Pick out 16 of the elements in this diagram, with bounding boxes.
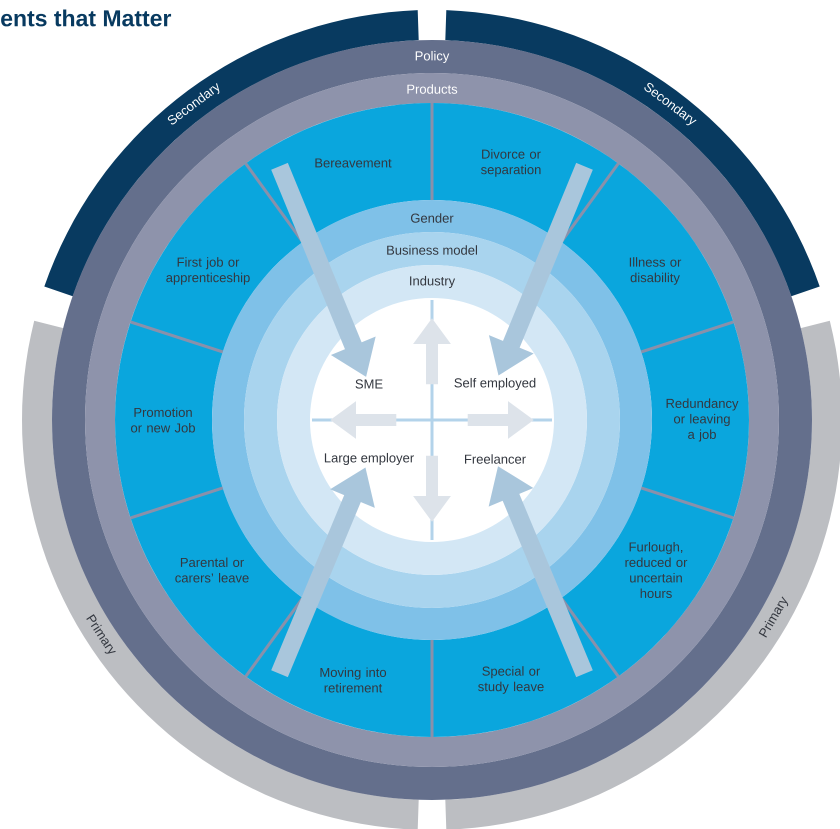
ring-segment: First job or apprenticeship [130,163,303,352]
quadrant-label: SME [356,379,383,389]
node-label: Moving into retirement [320,667,386,693]
ring-segment: Redundancy or leaving a job [641,322,749,518]
quadrant-label: Large employer [324,452,414,466]
node-label: Redundancy or leaving a job [666,398,738,442]
ring-segment: Illness or disability [561,163,734,352]
node-label: Promotion or new Job [131,407,195,433]
ring-segment: Parental or carers’ leave [130,488,303,676]
node-label: Special or study leave [478,666,544,694]
node-label: Bereavement [315,158,392,168]
quadrant-label: Freelancer [465,454,526,464]
ring-segment: Promotion or new Job [115,322,223,518]
node-label: Divorce or separation [481,149,541,177]
quadrant-label: Self employed [454,378,536,390]
ring-segment: Furlough, reduced or uncertain hours [561,488,734,676]
